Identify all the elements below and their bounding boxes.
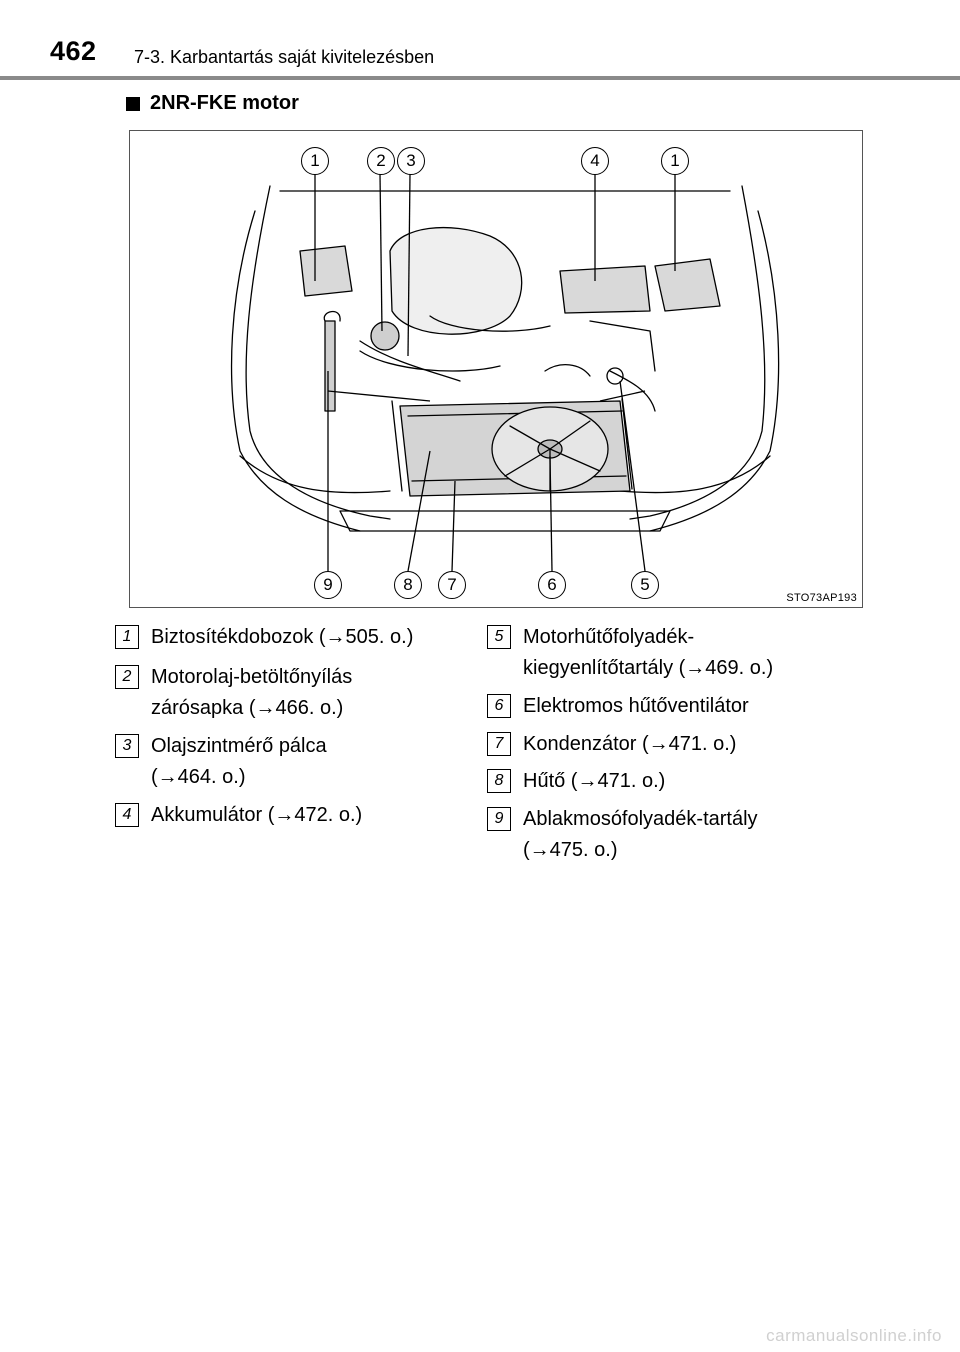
section-title: 2NR-FKE motor bbox=[150, 92, 299, 114]
callout-bottom-5: 5 bbox=[631, 571, 659, 599]
legend-number-2: 2 bbox=[115, 665, 139, 689]
legend-number-6: 6 bbox=[487, 694, 511, 718]
legend-text-2: Motorolaj-betöltőnyílás zárósapka (→466.… bbox=[151, 662, 481, 724]
legend-number-4: 4 bbox=[115, 803, 139, 827]
legend-text-8: Hűtő (→471. o.) bbox=[523, 766, 853, 797]
legend-text-9-line1: Ablakmosófolyadék-tartály bbox=[523, 808, 758, 830]
callout-bottom-6: 6 bbox=[538, 571, 566, 599]
callout-top-1: 1 bbox=[301, 147, 329, 175]
legend-text-2-line2: zárósapka (→466. o.) bbox=[151, 697, 344, 719]
legend-text-2-line1: Motorolaj-betöltőnyílás bbox=[151, 666, 353, 688]
callout-bottom-7: 7 bbox=[438, 571, 466, 599]
legend-number-9: 9 bbox=[487, 807, 511, 831]
legend-text-6: Elektromos hűtőventilátor bbox=[523, 691, 853, 722]
legend-text-9-line2: (→475. o.) bbox=[523, 839, 618, 861]
legend-text-9: Ablakmosófolyadék-tartály (→475. o.) bbox=[523, 804, 853, 866]
legend-text-3-line2: (→464. o.) bbox=[151, 766, 246, 788]
page-number: 462 bbox=[50, 36, 97, 66]
legend-text-1-line1: Biztosítékdobozok (→505. o.) bbox=[151, 626, 414, 648]
legend-text-1: Biztosítékdobozok (→505. o.) bbox=[151, 622, 481, 653]
chapter-title: 7-3. Karbantartás saját kivitelezésben bbox=[134, 47, 435, 67]
legend-text-5-line2: kiegyenlítőtartály (→469. o.) bbox=[523, 657, 774, 679]
legend-text-4: Akkumulátor (→472. o.) bbox=[151, 800, 481, 831]
legend-text-5: Motorhűtőfolyadék- kiegyenlítőtartály (→… bbox=[523, 622, 853, 684]
figure-code: STO73AP193 bbox=[786, 592, 857, 604]
callout-top-4: 4 bbox=[581, 147, 609, 175]
engine-illustration bbox=[230, 173, 780, 572]
legend-number-8: 8 bbox=[487, 769, 511, 793]
legend-number-7: 7 bbox=[487, 732, 511, 756]
header-rule bbox=[0, 76, 960, 80]
legend-number-5: 5 bbox=[487, 625, 511, 649]
legend-text-8-line1: Hűtő (→471. o.) bbox=[523, 770, 666, 792]
legend-left: 1 Biztosítékdobozok (→505. o.) 2 Motorol… bbox=[115, 622, 485, 842]
legend-text-5-line1: Motorhűtőfolyadék- bbox=[523, 626, 695, 648]
legend-text-7-line1: Kondenzátor (→471. o.) bbox=[523, 733, 737, 755]
callout-top-5: 1 bbox=[661, 147, 689, 175]
legend-text-3: Olajszintmérő pálca (→464. o.) bbox=[151, 731, 481, 793]
callout-bottom-9: 9 bbox=[314, 571, 342, 599]
legend-text-7: Kondenzátor (→471. o.) bbox=[523, 729, 853, 760]
section-heading: 2NR-FKE motor bbox=[126, 92, 299, 115]
callout-top-2: 2 bbox=[367, 147, 395, 175]
engine-figure: 1 2 3 4 1 9 8 7 6 5 STO73AP193 bbox=[129, 130, 863, 608]
legend-text-6-line1: Elektromos hűtőventilátor bbox=[523, 695, 749, 717]
footer-watermark: carmanualsonline.info bbox=[766, 1326, 942, 1345]
callout-top-3: 3 bbox=[397, 147, 425, 175]
square-bullet-icon bbox=[126, 96, 140, 111]
callout-bottom-8: 8 bbox=[394, 571, 422, 599]
legend-text-3-line1: Olajszintmérő pálca bbox=[151, 735, 327, 757]
legend-text-4-line1: Akkumulátor (→472. o.) bbox=[151, 804, 363, 826]
legend-right: 5 Motorhűtőfolyadék- kiegyenlítőtartály … bbox=[487, 622, 857, 862]
legend-number-1: 1 bbox=[115, 625, 139, 649]
legend-number-3: 3 bbox=[115, 734, 139, 758]
